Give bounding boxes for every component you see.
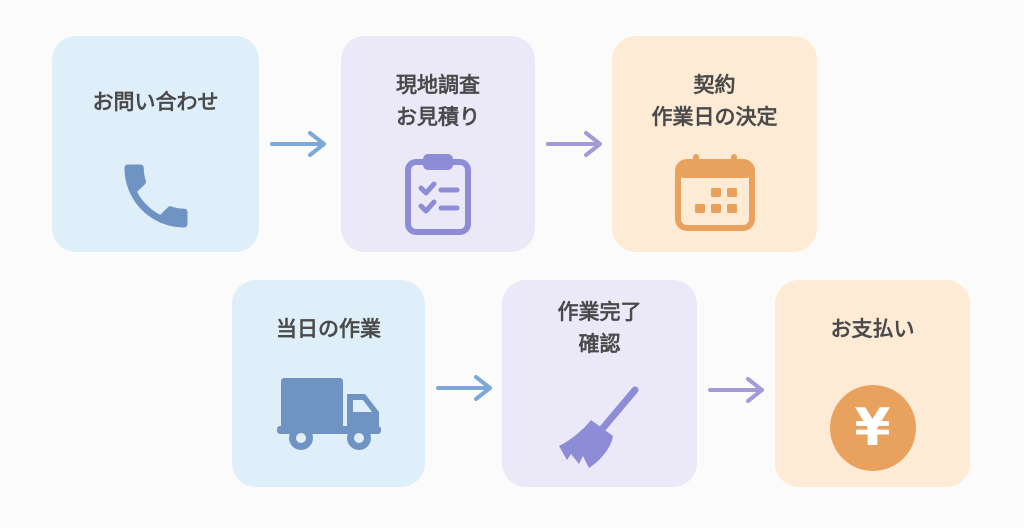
yen-symbol: ¥	[854, 398, 891, 458]
step-payment-label: お支払い	[830, 317, 915, 341]
step-contract-label: 契約 作業日の決定	[651, 73, 778, 129]
step-completion-label: 作業完了 確認	[557, 300, 642, 356]
step-work-day-label: 当日の作業	[276, 317, 381, 341]
truck-icon	[276, 378, 381, 450]
step-completion-card: 作業完了 確認	[502, 280, 697, 487]
yen-coin-icon: ¥	[829, 385, 916, 471]
step-survey-card: 現地調査 お見積り	[341, 36, 535, 252]
step-survey-label: 現地調査 お見積り	[396, 73, 480, 129]
step-contract-card: 契約 作業日の決定	[612, 36, 817, 252]
step-inquiry-label: お問い合わせ	[92, 90, 219, 114]
broom-icon	[558, 386, 638, 468]
calendar-icon	[674, 154, 755, 231]
step-inquiry-card: お問い合わせ	[52, 36, 259, 252]
step-work-day-card: 当日の作業	[232, 280, 425, 487]
arrow-2-icon	[546, 131, 602, 157]
arrow-4-icon	[708, 377, 764, 403]
clipboard-icon	[405, 154, 471, 235]
step-payment-card: お支払い ¥	[775, 280, 970, 487]
arrow-1-icon	[270, 131, 326, 157]
arrow-3-icon	[436, 375, 492, 401]
phone-icon	[124, 164, 187, 228]
